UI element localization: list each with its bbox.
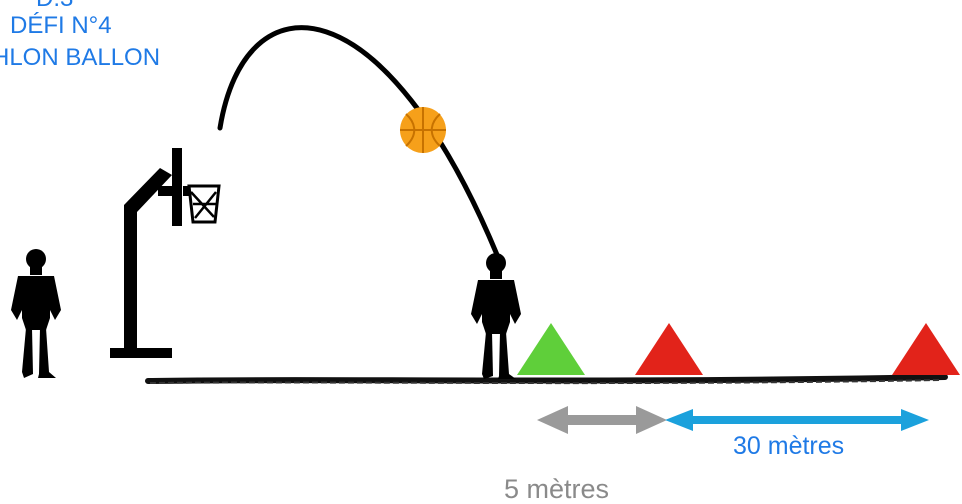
ground-line-texture <box>149 379 941 385</box>
person-silhouette-icon <box>471 253 521 379</box>
title-line-2: HLON BALLON <box>0 44 161 71</box>
ground-line <box>145 374 948 384</box>
target-cone-icon <box>635 323 703 375</box>
target-cone-icon <box>892 323 960 375</box>
basketball-icon <box>400 107 446 153</box>
short-distance-arrow <box>537 406 667 434</box>
basketball-hoop-icon <box>110 148 221 358</box>
title-line-0: D.3 <box>36 0 73 11</box>
person-silhouette-icon <box>11 249 61 378</box>
ball-trajectory <box>217 25 503 265</box>
short-distance-label: 5 mètres <box>504 474 610 504</box>
title-line-1: DÉFI N°4 <box>10 12 112 39</box>
long-distance-label: 30 mètres <box>733 432 845 460</box>
start-cone-icon <box>517 323 585 375</box>
long-distance-arrow <box>665 409 929 431</box>
